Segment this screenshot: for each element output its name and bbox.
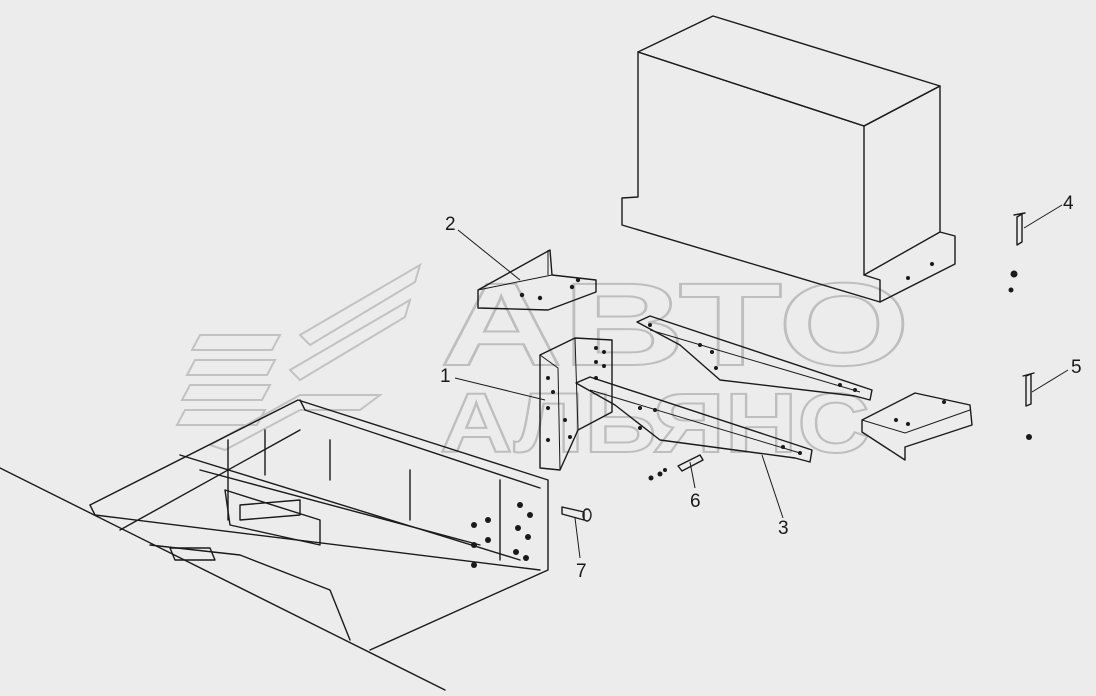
angle-bracket-right [861,392,973,461]
watermark-line2: АЛЬЯНС [440,376,870,470]
callout-3: 3 [778,518,789,539]
callout-2: 2 [445,214,456,235]
callout-4: 4 [1063,193,1074,214]
callout-6: 6 [690,491,701,512]
chassis-frame [0,399,549,691]
callout-1: 1 [440,366,451,387]
bolt-part-7 [561,506,592,522]
support-arm-part-3 [575,315,873,463]
avto-alyans-logo-icon [175,262,422,452]
bolt-part-4 [1008,212,1026,293]
leader-lines [454,204,1069,559]
callout-7: 7 [576,561,587,582]
bolt-part-6 [648,454,704,481]
bolt-part-5 [1022,372,1035,440]
battery-box [621,15,956,303]
angle-bracket-part-2 [477,249,597,311]
callout-5: 5 [1071,357,1082,378]
